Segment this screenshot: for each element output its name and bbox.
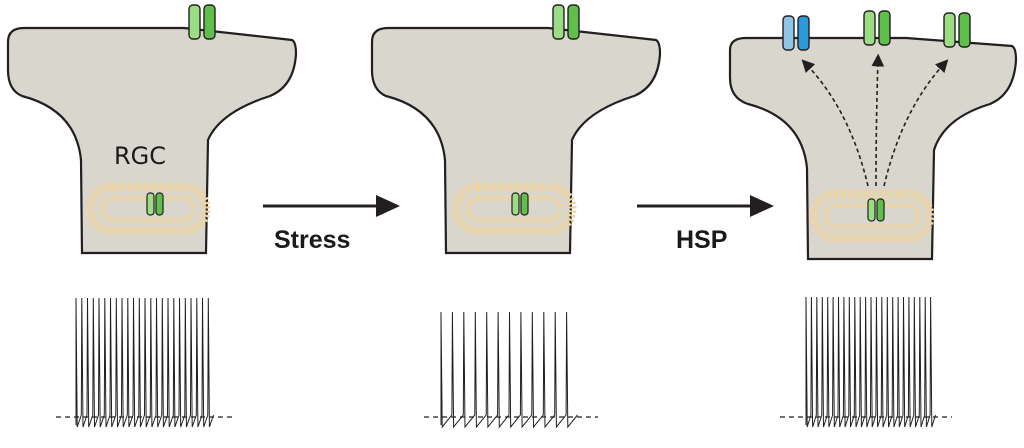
stress-label: Stress	[274, 226, 350, 254]
rgc-cell-body	[728, 36, 1018, 261]
hsp-arrow: HSP	[637, 195, 774, 254]
panel-stress	[370, 4, 662, 255]
rgc-cell-body	[370, 26, 662, 255]
spike-trace-baseline	[75, 297, 214, 428]
stress-arrow: Stress	[263, 195, 400, 254]
spike-trace-stress	[440, 311, 578, 429]
panel-baseline: RGC	[6, 4, 298, 255]
spike-traces	[56, 296, 952, 429]
cell-label: RGC	[114, 142, 166, 170]
rgc-cell-body	[6, 26, 298, 255]
spike-trace-hsp	[805, 296, 936, 428]
panel-hsp	[728, 10, 1018, 261]
trafficking-arrows	[801, 53, 949, 187]
hsp-label: HSP	[676, 226, 727, 254]
